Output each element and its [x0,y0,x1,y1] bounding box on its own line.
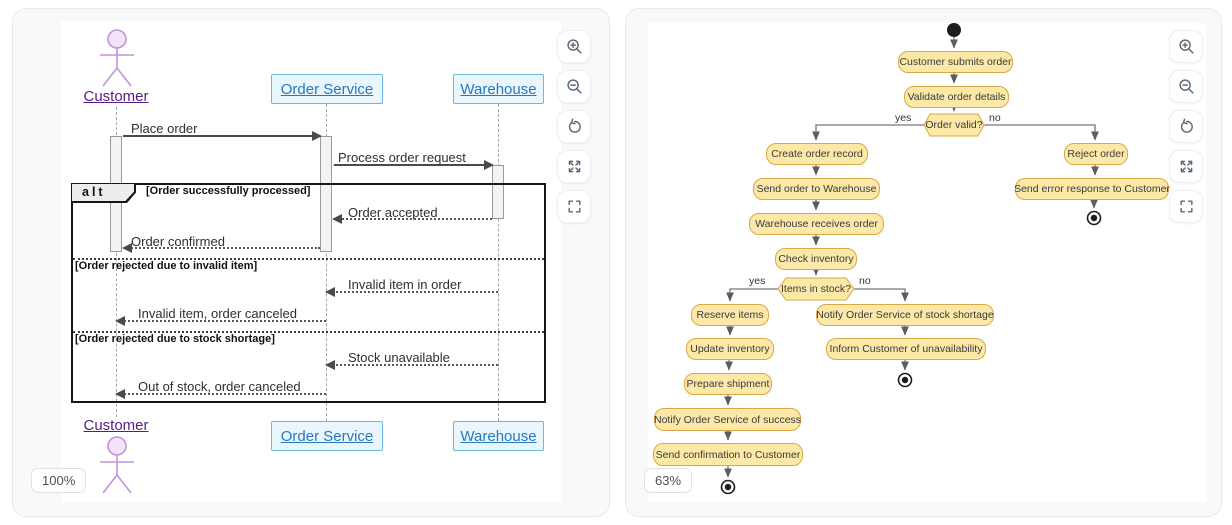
participant-order-service-bottom: Order Service [271,421,383,451]
sequence-diagram-panel: Customer Order Service Warehouse alt [Or… [12,8,610,517]
activity-node-notify-success: Notify Order Service of success [654,408,801,431]
expand-button[interactable] [557,150,591,183]
branch-label-no: no [859,275,871,287]
activity-node-notify-stock-shortage: Notify Order Service of stock shortage [816,304,994,326]
reset-view-button[interactable] [1169,110,1203,143]
message-order-confirmed-label: Order confirmed [131,234,225,249]
customer-actor-icon [94,26,142,88]
decision-items-in-stock: Items in stock? [780,283,852,295]
message-process-order-arrow [334,160,494,170]
activity-node-prepare-shipment: Prepare shipment [684,373,772,395]
zoom-level-badge: 63% [644,468,693,493]
lifeline-customer [116,107,117,417]
zoom-level-badge: 100% [31,468,87,493]
participant-warehouse-bottom: Warehouse [453,421,544,451]
message-invalid-item-arrow [325,287,498,297]
zoom-out-icon [1178,79,1194,94]
activation-bar-order-service [320,136,332,252]
message-order-confirmed-arrow [122,243,320,253]
lifeline-warehouse [498,104,499,421]
reset-view-icon [568,118,581,133]
message-order-accepted-label: Order accepted [348,205,438,220]
activity-diagram-panel: Customer submits order Validate order de… [625,8,1222,517]
participant-order-service-top: Order Service [271,74,383,104]
alt-tab-fill [72,184,134,201]
zoom-controls [557,30,591,223]
guard-invalid-item: [Order rejected due to invalid item] [75,260,258,272]
fit-view-button[interactable] [1169,190,1203,223]
activity-edges [720,23,1102,495]
message-place-order-arrow [123,131,322,141]
zoom-in-button[interactable] [557,30,591,63]
fit-view-icon [567,200,581,213]
actor-label-customer-bottom: Customer [83,417,149,434]
activity-node-inform-customer-unavailability: Inform Customer of unavailability [826,338,986,360]
message-out-of-stock-arrow [115,389,326,399]
reset-view-button[interactable] [557,110,591,143]
expand-button[interactable] [1169,150,1203,183]
activity-node-send-confirmation: Send confirmation to Customer [653,443,803,466]
activity-node-create-order-record: Create order record [766,143,868,165]
zoom-controls [1169,30,1203,223]
actor-label-customer-top: Customer [83,88,149,105]
alt-frame-tab: alt [72,184,136,203]
alt-section-divider [73,331,544,333]
message-process-order-label: Process order request [338,150,466,165]
activity-node-customer-submits-order: Customer submits order [898,51,1013,73]
zoom-in-button[interactable] [1169,30,1203,63]
decision-shape-order-valid [923,113,985,137]
fit-view-icon [1179,200,1193,213]
reset-view-icon [1180,118,1193,133]
message-invalid-item-label: Invalid item in order [348,277,462,292]
expand-icon [1180,160,1192,173]
activity-node-send-order-to-warehouse: Send order to Warehouse [753,178,880,200]
zoom-out-button[interactable] [557,70,591,103]
message-order-canceled-arrow [115,316,326,326]
lifeline-order-service [326,104,327,421]
end-node-reject [1086,210,1102,226]
activity-node-send-error-response: Send error response to Customer [1014,178,1170,200]
activation-bar-warehouse [492,165,504,219]
message-stock-unavailable-arrow [325,360,498,370]
message-place-order-label: Place order [131,121,198,136]
zoom-out-icon [566,79,582,94]
end-node-success [720,479,736,495]
start-node [947,23,961,37]
expand-icon [568,160,580,173]
decision-shape-items-in-stock [777,277,855,301]
activity-node-check-inventory: Check inventory [775,248,857,270]
branch-label-no: no [989,112,1001,124]
participant-warehouse-top: Warehouse [453,74,544,104]
zoom-in-icon [566,39,582,54]
zoom-out-button[interactable] [1169,70,1203,103]
activity-node-warehouse-receives-order: Warehouse receives order [749,213,884,235]
guard-stock-shortage: [Order rejected due to stock shortage] [75,333,275,345]
activity-node-reject-order: Reject order [1064,143,1128,165]
alt-frame: alt [71,183,546,403]
decision-order-valid: Order valid? [925,119,983,131]
activity-node-reserve-items: Reserve items [691,304,769,326]
message-out-of-stock-label: Out of stock, order canceled [138,379,301,394]
branch-label-yes: yes [895,112,912,124]
activity-diagram-canvas[interactable]: Customer submits order Validate order de… [648,23,1206,502]
end-node-unavailable [897,372,913,388]
message-order-canceled-label: Invalid item, order canceled [138,306,297,321]
activity-node-validate-order-details: Validate order details [904,86,1009,108]
message-stock-unavailable-label: Stock unavailable [348,350,450,365]
branch-label-yes: yes [749,275,766,287]
alt-operator-label: alt [82,185,106,199]
message-order-accepted-arrow [332,214,492,224]
sequence-diagram-canvas[interactable]: Customer Order Service Warehouse alt [Or… [61,21,561,502]
activity-node-update-inventory: Update inventory [686,338,774,360]
guard-success: [Order successfully processed] [146,185,311,197]
zoom-in-icon [1178,39,1194,54]
alt-section-divider [73,258,544,260]
customer-actor-icon [94,433,142,495]
fit-view-button[interactable] [557,190,591,223]
